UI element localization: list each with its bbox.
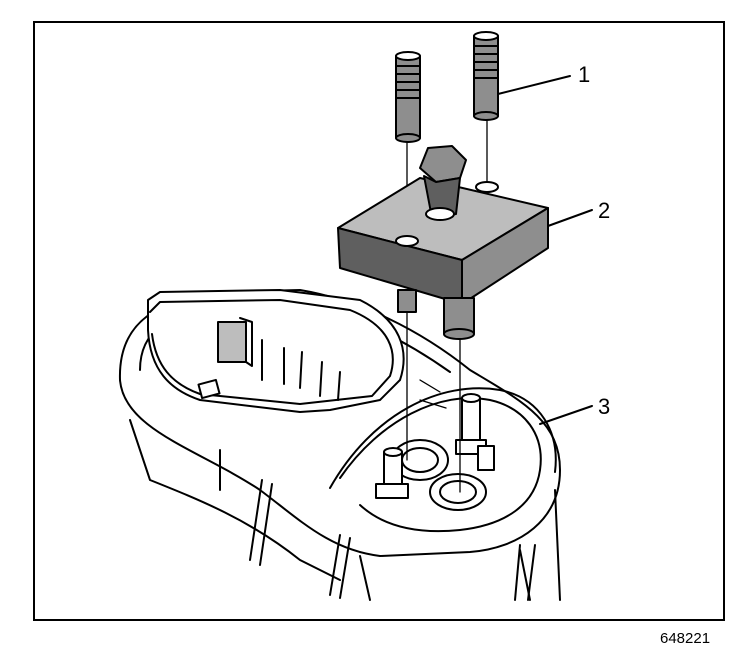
screw-left xyxy=(395,51,421,143)
screw-right xyxy=(473,31,499,121)
sensor-module xyxy=(337,145,549,340)
leader-line-1 xyxy=(497,75,571,95)
callout-label-2: 2 xyxy=(598,198,610,223)
leader-line-2 xyxy=(547,209,593,227)
callout-label-1: 1 xyxy=(578,62,590,87)
leader-line-3 xyxy=(539,405,593,425)
mounting-posts xyxy=(375,393,495,511)
callout-label-3: 3 xyxy=(598,394,610,419)
connector-cavity xyxy=(147,289,405,413)
figure-id: 648221 xyxy=(660,630,711,647)
